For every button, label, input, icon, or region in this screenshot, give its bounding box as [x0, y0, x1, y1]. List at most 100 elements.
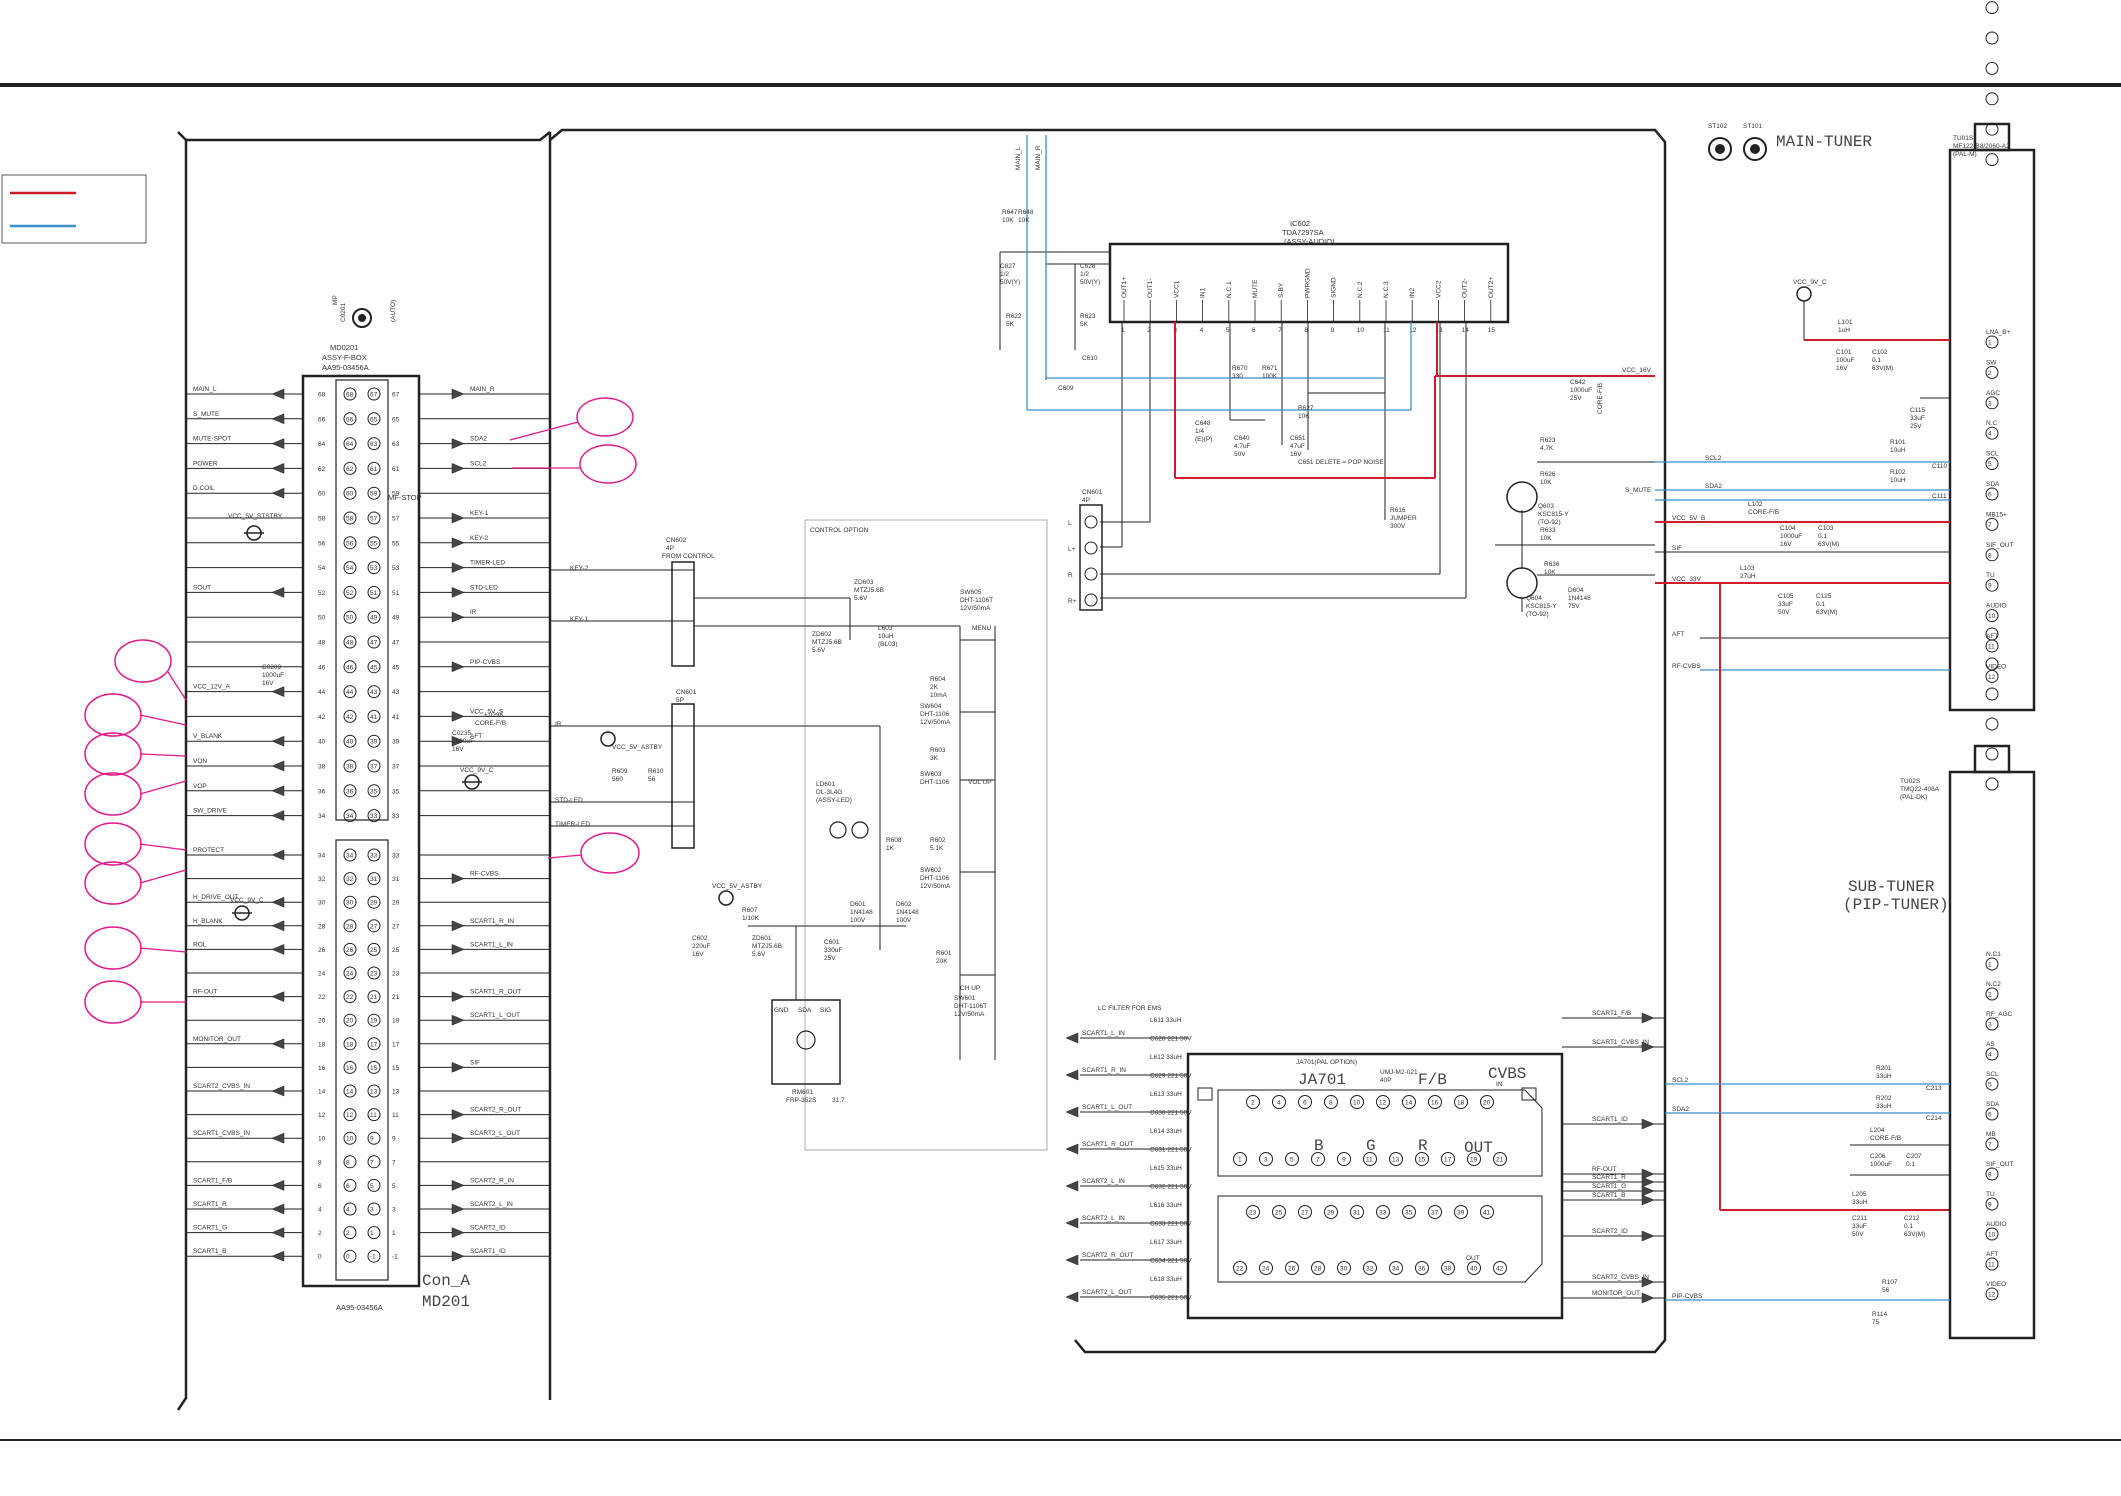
- c206-val: 1000uF: [1870, 1161, 1892, 1168]
- c115-volt: 25V: [1910, 423, 1922, 430]
- connector-pin-number: 30: [346, 900, 354, 907]
- r603-ref: R603: [930, 747, 946, 754]
- ic602-ref: IC602: [1290, 219, 1310, 228]
- md0201-ref: MD0201: [330, 343, 358, 352]
- r601-val: 20K: [936, 958, 948, 965]
- scart-right-nets: SCART1_F/BSCART1_CVBS_INSCART1_IDRF-OUTS…: [1562, 1010, 1665, 1304]
- connector-pin-label: 57: [392, 516, 400, 523]
- connector-pin: [343, 942, 357, 956]
- cn602-ref: CN602: [666, 537, 687, 544]
- l205-val: 33uH: [1852, 1199, 1868, 1206]
- scart-right-arrow: [1641, 1185, 1655, 1197]
- tuner-pin: [1985, 396, 1999, 410]
- vcc-16v-label: VCC_16V: [1622, 367, 1652, 374]
- scart-left-arrow: [1065, 1254, 1079, 1266]
- connector-pin-number: 64: [346, 441, 354, 448]
- connector-right-signal: SCART2_R_IN: [470, 1177, 514, 1184]
- scart-pin: [1363, 1152, 1377, 1166]
- connector-pin-number: 17: [370, 1041, 378, 1048]
- connector-pin: [367, 536, 381, 550]
- connector-left-signal: PROTECT: [193, 847, 224, 854]
- scart-pin: [1246, 1095, 1260, 1109]
- connector-pin-number: 34: [346, 853, 354, 860]
- scart-right-arrow: [1641, 1292, 1655, 1304]
- connector-pin: [343, 1131, 357, 1145]
- c651-ref: C651: [1290, 435, 1306, 442]
- rm601-pin-sda: SDA: [798, 1007, 812, 1014]
- c115-val: 33uF: [1910, 415, 1925, 422]
- ic-pin-name: N.C.2: [1357, 281, 1364, 298]
- scart-pin-number: 8: [1329, 1100, 1333, 1107]
- scart-pin: [1259, 1152, 1273, 1166]
- st-net-sda2: SDA2: [1672, 1106, 1689, 1113]
- scart-right-net: SCART1_R: [1592, 1174, 1626, 1181]
- r101-val: 10uH: [1890, 447, 1906, 454]
- connector-pin-label: -1: [392, 1254, 398, 1261]
- q603-ref: Q603: [1538, 503, 1554, 510]
- ic602-blue-nets: [1026, 135, 1412, 411]
- rm601-pin-sig: SIG: [820, 1007, 831, 1014]
- r603-val: 3K: [930, 755, 939, 762]
- c111-ref: C111: [1932, 493, 1947, 500]
- r608-ref: R608: [886, 837, 902, 844]
- connector-pin-number: 55: [370, 540, 378, 547]
- connector-left-signal: D.COIL: [193, 485, 215, 492]
- r633-ref: R633: [1540, 527, 1556, 534]
- scart-pin: [1441, 1261, 1455, 1275]
- r604-ref: R604: [930, 676, 946, 683]
- c640-ref: C640: [1234, 435, 1250, 442]
- scart-title: JA701(PAL OPTION): [1296, 1059, 1357, 1066]
- mf-stop-label: MF-STOP: [388, 493, 422, 502]
- connector-pin-number: 34: [346, 813, 354, 820]
- connector-pin: [343, 966, 357, 980]
- zd602-ref: ZD602: [812, 631, 832, 638]
- connector-pin: [343, 1037, 357, 1051]
- connector-pin-number: 35: [370, 788, 378, 795]
- scart-right-arrow: [1641, 1041, 1655, 1053]
- r626-ref: R626: [1540, 471, 1556, 478]
- ctrl-vcc-stby: VCC_5V_ASTBY: [612, 744, 663, 751]
- connector-pin-number: 54: [346, 565, 354, 572]
- scart-lc-part: L615 33uH: [1150, 1165, 1182, 1172]
- connector-pin-label: 28: [318, 923, 326, 930]
- tuner-blank-pin: [1985, 153, 1999, 167]
- scart-pin: [1337, 1152, 1351, 1166]
- connector-pin-label: 47: [392, 640, 400, 647]
- scart-pin-number: 12: [1379, 1100, 1387, 1107]
- ic602-sub: (ASSY-AUDIO): [1284, 237, 1335, 246]
- ic-pin-name: PWRGND: [1304, 268, 1311, 298]
- c640-volt: 50V: [1234, 451, 1246, 458]
- connector-pin: [343, 1249, 357, 1263]
- r671-val: 100K: [1262, 373, 1278, 380]
- c651-val: 47uF: [1290, 443, 1305, 450]
- rm601-val: 31.7: [832, 1097, 845, 1104]
- r627-ref: R627: [1298, 405, 1314, 412]
- connector-pin: [343, 848, 357, 862]
- connector-pin: [367, 919, 381, 933]
- connector-pin-number: 52: [346, 590, 354, 597]
- scart-pin-number: 20: [1483, 1100, 1491, 1107]
- connector-left-signal: H_DRIVE_OUT: [193, 894, 239, 901]
- r609-ref: R609: [612, 768, 628, 775]
- connector-pin-number: 6: [346, 1183, 350, 1190]
- sub-tuner: SUB-TUNER (PIP-TUNER) TU02S TMQ22-408A (…: [1665, 627, 2036, 1340]
- connector-left-signal: SCART1_CVBS_IN: [193, 1130, 250, 1137]
- tuner-pin: [1985, 1167, 1999, 1181]
- scart-pins-count: 40P: [1380, 1077, 1392, 1084]
- connector-pin: [367, 387, 381, 401]
- tuner-pin: [1985, 609, 1999, 623]
- c628-volt: 50V(Y): [1080, 279, 1100, 286]
- rm601-ref: RM601: [792, 1089, 813, 1096]
- sw605-rating: 12V/50mA: [960, 605, 991, 612]
- connector-pin-label: 49: [392, 615, 400, 622]
- main-tuner-type: MF122-B8/2060-A2: [1953, 143, 2010, 150]
- connector-pin-number: 19: [370, 1018, 378, 1025]
- connector-pin: [343, 1013, 357, 1027]
- connector-md0201: MD0201 ASSY-F-BOX AA95-03456A AA95-03456…: [186, 343, 550, 1312]
- connector-pin-number: 4: [346, 1207, 350, 1214]
- r609-val: 560: [612, 776, 623, 783]
- tuner-pin-name: RF_AGC: [1986, 1011, 2013, 1018]
- connector-left-arrow: [271, 810, 285, 821]
- scart-left-net: SCART2_L_IN: [1082, 1215, 1125, 1222]
